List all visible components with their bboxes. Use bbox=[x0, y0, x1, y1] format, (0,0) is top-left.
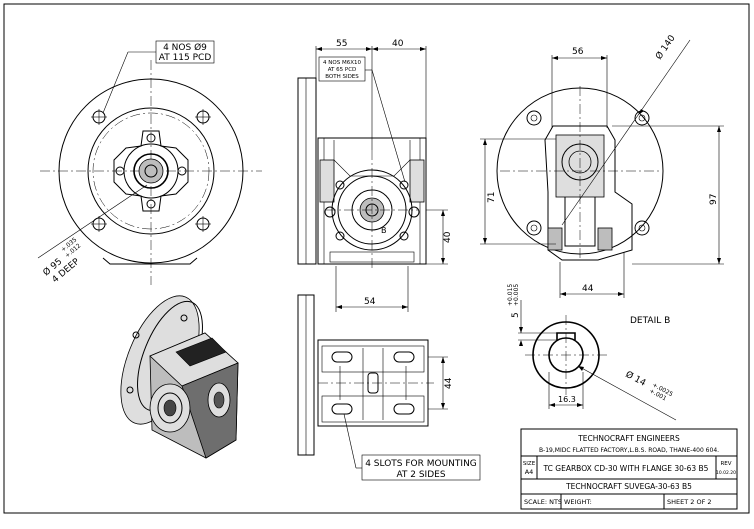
mounting-hole-bl bbox=[91, 216, 107, 232]
sheet-border bbox=[3, 3, 750, 514]
callout-tap-line3: BOTH SIDES bbox=[325, 74, 359, 80]
dim-56: 56 bbox=[572, 47, 584, 57]
dim-14: Ø 14 bbox=[624, 369, 648, 389]
company-address: B-19,MIDC FLATTED FACTORY,L.B.S. ROAD, T… bbox=[539, 447, 719, 454]
output-bore bbox=[133, 153, 169, 189]
detail-b-title: DETAIL B bbox=[630, 316, 670, 326]
label-b: B bbox=[381, 226, 387, 235]
dim-40-top: 40 bbox=[392, 39, 404, 49]
mounting-slot-2 bbox=[393, 351, 415, 363]
dim-44-right: 44 bbox=[582, 284, 594, 294]
mounting-slot-1 bbox=[331, 351, 353, 363]
sheet-number: SHEET 2 OF 2 bbox=[667, 498, 712, 506]
flange-spigot-circle bbox=[87, 107, 215, 235]
dim-5: 5 bbox=[511, 312, 521, 318]
dim-5-tol-upper: +0.015 bbox=[507, 284, 514, 306]
dim-16-3: 16.3 bbox=[558, 395, 576, 404]
dim-44-bottom: 44 bbox=[444, 377, 454, 389]
right-view: 56 Ø 140 71 97 44 bbox=[480, 33, 724, 298]
callout-tap-line1: 4 NOS M6X10 bbox=[323, 60, 361, 66]
callout-tap-line2: AT 65 PCD bbox=[328, 67, 357, 73]
callout-holes-line1: 4 NOS Ø9 bbox=[163, 42, 207, 53]
front-view: 4 NOS Ø9 AT 115 PCD Ø 95 +.035 +.012 4 D… bbox=[37, 40, 262, 285]
mounting-hole-tl bbox=[91, 109, 107, 125]
part-name: TECHNOCRAFT SUVEGA-30-63 B5 bbox=[565, 482, 692, 491]
mounting-hole-br bbox=[195, 216, 211, 232]
dim-40-right: 40 bbox=[443, 231, 453, 243]
rev-label: REV bbox=[720, 461, 731, 467]
title-block: TECHNOCRAFT ENGINEERS B-19,MIDC FLATTED … bbox=[520, 428, 738, 510]
mounting-slot-4 bbox=[393, 403, 415, 415]
company-name: TECHNOCRAFT ENGINEERS bbox=[577, 434, 680, 443]
size-label: SIZE bbox=[523, 461, 536, 467]
weight: WEIGHT: bbox=[564, 498, 592, 506]
callout-holes-line2: AT 115 PCD bbox=[159, 53, 212, 63]
mounting-slot-3 bbox=[331, 403, 353, 415]
mounting-hole-tr bbox=[195, 109, 211, 125]
detail-b: 5 +0.015 +0.005 DETAIL B Ø 14 +.0025 +.0… bbox=[507, 284, 677, 421]
size-value: A4 bbox=[525, 468, 534, 476]
callout-slots-line2: AT 2 SIDES bbox=[396, 470, 445, 480]
dim-71: 71 bbox=[487, 192, 497, 203]
dim-97: 97 bbox=[709, 194, 719, 205]
side-view: B 55 40 4 NOS M6X10 AT 65 PCD BOTH SIDES… bbox=[297, 39, 453, 312]
dim-5-tol-lower: +0.005 bbox=[513, 284, 520, 306]
dim-55: 55 bbox=[336, 39, 347, 49]
boss-cross bbox=[113, 130, 189, 212]
pcd-circle bbox=[92, 112, 210, 230]
callout-slots-line1: 4 SLOTS FOR MOUNTING bbox=[365, 459, 477, 469]
rev-date: 10.02.20 bbox=[716, 470, 736, 476]
drawing-title: TC GEARBOX CD-30 WITH FLANGE 30-63 B5 bbox=[543, 464, 709, 473]
flange-outer-circle bbox=[58, 78, 244, 264]
bottom-view: 44 4 SLOTS FOR MOUNTING AT 2 SIDES bbox=[297, 294, 481, 481]
isometric-view bbox=[120, 295, 239, 459]
scale: SCALE: NTS bbox=[524, 498, 562, 506]
dim-140: Ø 140 bbox=[653, 33, 677, 62]
dim-54: 54 bbox=[364, 297, 376, 307]
